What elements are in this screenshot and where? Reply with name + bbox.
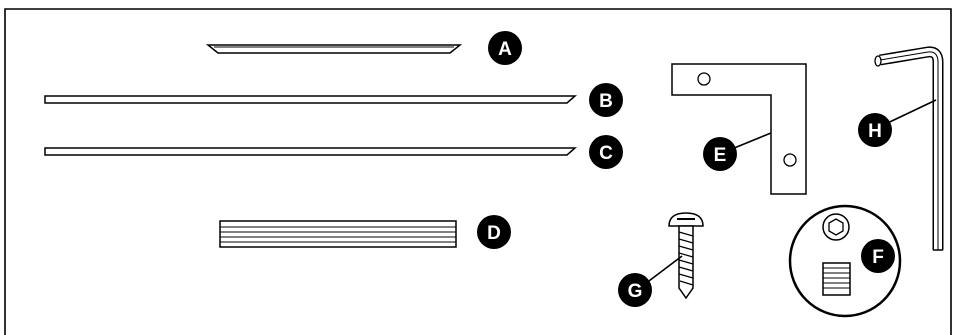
part-e-bracket bbox=[671, 63, 807, 195]
part-g-screw bbox=[668, 212, 704, 300]
part-h-hex-key bbox=[874, 46, 944, 251]
callout-a: A bbox=[488, 31, 522, 65]
callout-b: B bbox=[589, 83, 623, 117]
callout-h: H bbox=[858, 113, 892, 147]
callout-f-label: F bbox=[872, 247, 884, 268]
callout-d: D bbox=[477, 215, 511, 249]
part-c-strip bbox=[44, 147, 577, 156]
callout-c: C bbox=[589, 135, 623, 169]
part-f-set-screw bbox=[788, 204, 902, 318]
callout-e: E bbox=[703, 137, 737, 171]
callout-g: G bbox=[618, 273, 652, 307]
callout-a-label: A bbox=[498, 39, 512, 60]
callout-h-label: H bbox=[868, 121, 882, 142]
part-a-strip bbox=[205, 44, 463, 54]
callout-c-label: C bbox=[599, 143, 613, 164]
callout-b-label: B bbox=[599, 91, 613, 112]
part-b-strip bbox=[44, 95, 577, 104]
diagram-frame bbox=[4, 8, 952, 335]
part-d-shims bbox=[219, 220, 457, 248]
callout-d-label: D bbox=[487, 223, 501, 244]
callout-f: F bbox=[861, 239, 895, 273]
callout-g-label: G bbox=[628, 281, 643, 302]
callout-e-label: E bbox=[714, 145, 727, 166]
